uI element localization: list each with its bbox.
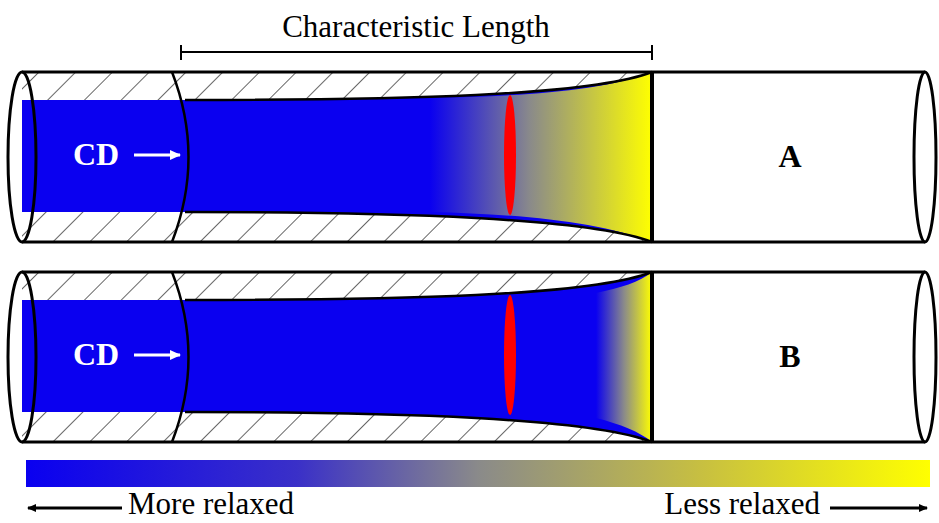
tube-label: A — [778, 139, 801, 174]
tube-label: B — [779, 339, 800, 374]
front-label: CD — [73, 337, 119, 372]
front-label: CD — [73, 137, 119, 172]
region-label: B — [779, 339, 800, 374]
region-label: A — [778, 139, 801, 174]
front-label: CD — [73, 137, 119, 172]
scale-label: Less relaxed — [664, 487, 820, 521]
front-label: CD — [73, 337, 119, 372]
length-bracket — [181, 45, 652, 60]
direction-arrow — [28, 507, 122, 510]
tube-b — [8, 272, 936, 442]
direction-arrow — [830, 507, 927, 510]
length-label: Characteristic Length — [282, 10, 550, 44]
color-bar — [26, 460, 930, 487]
scale-label: More relaxed — [128, 487, 294, 521]
tube-a — [8, 72, 936, 242]
